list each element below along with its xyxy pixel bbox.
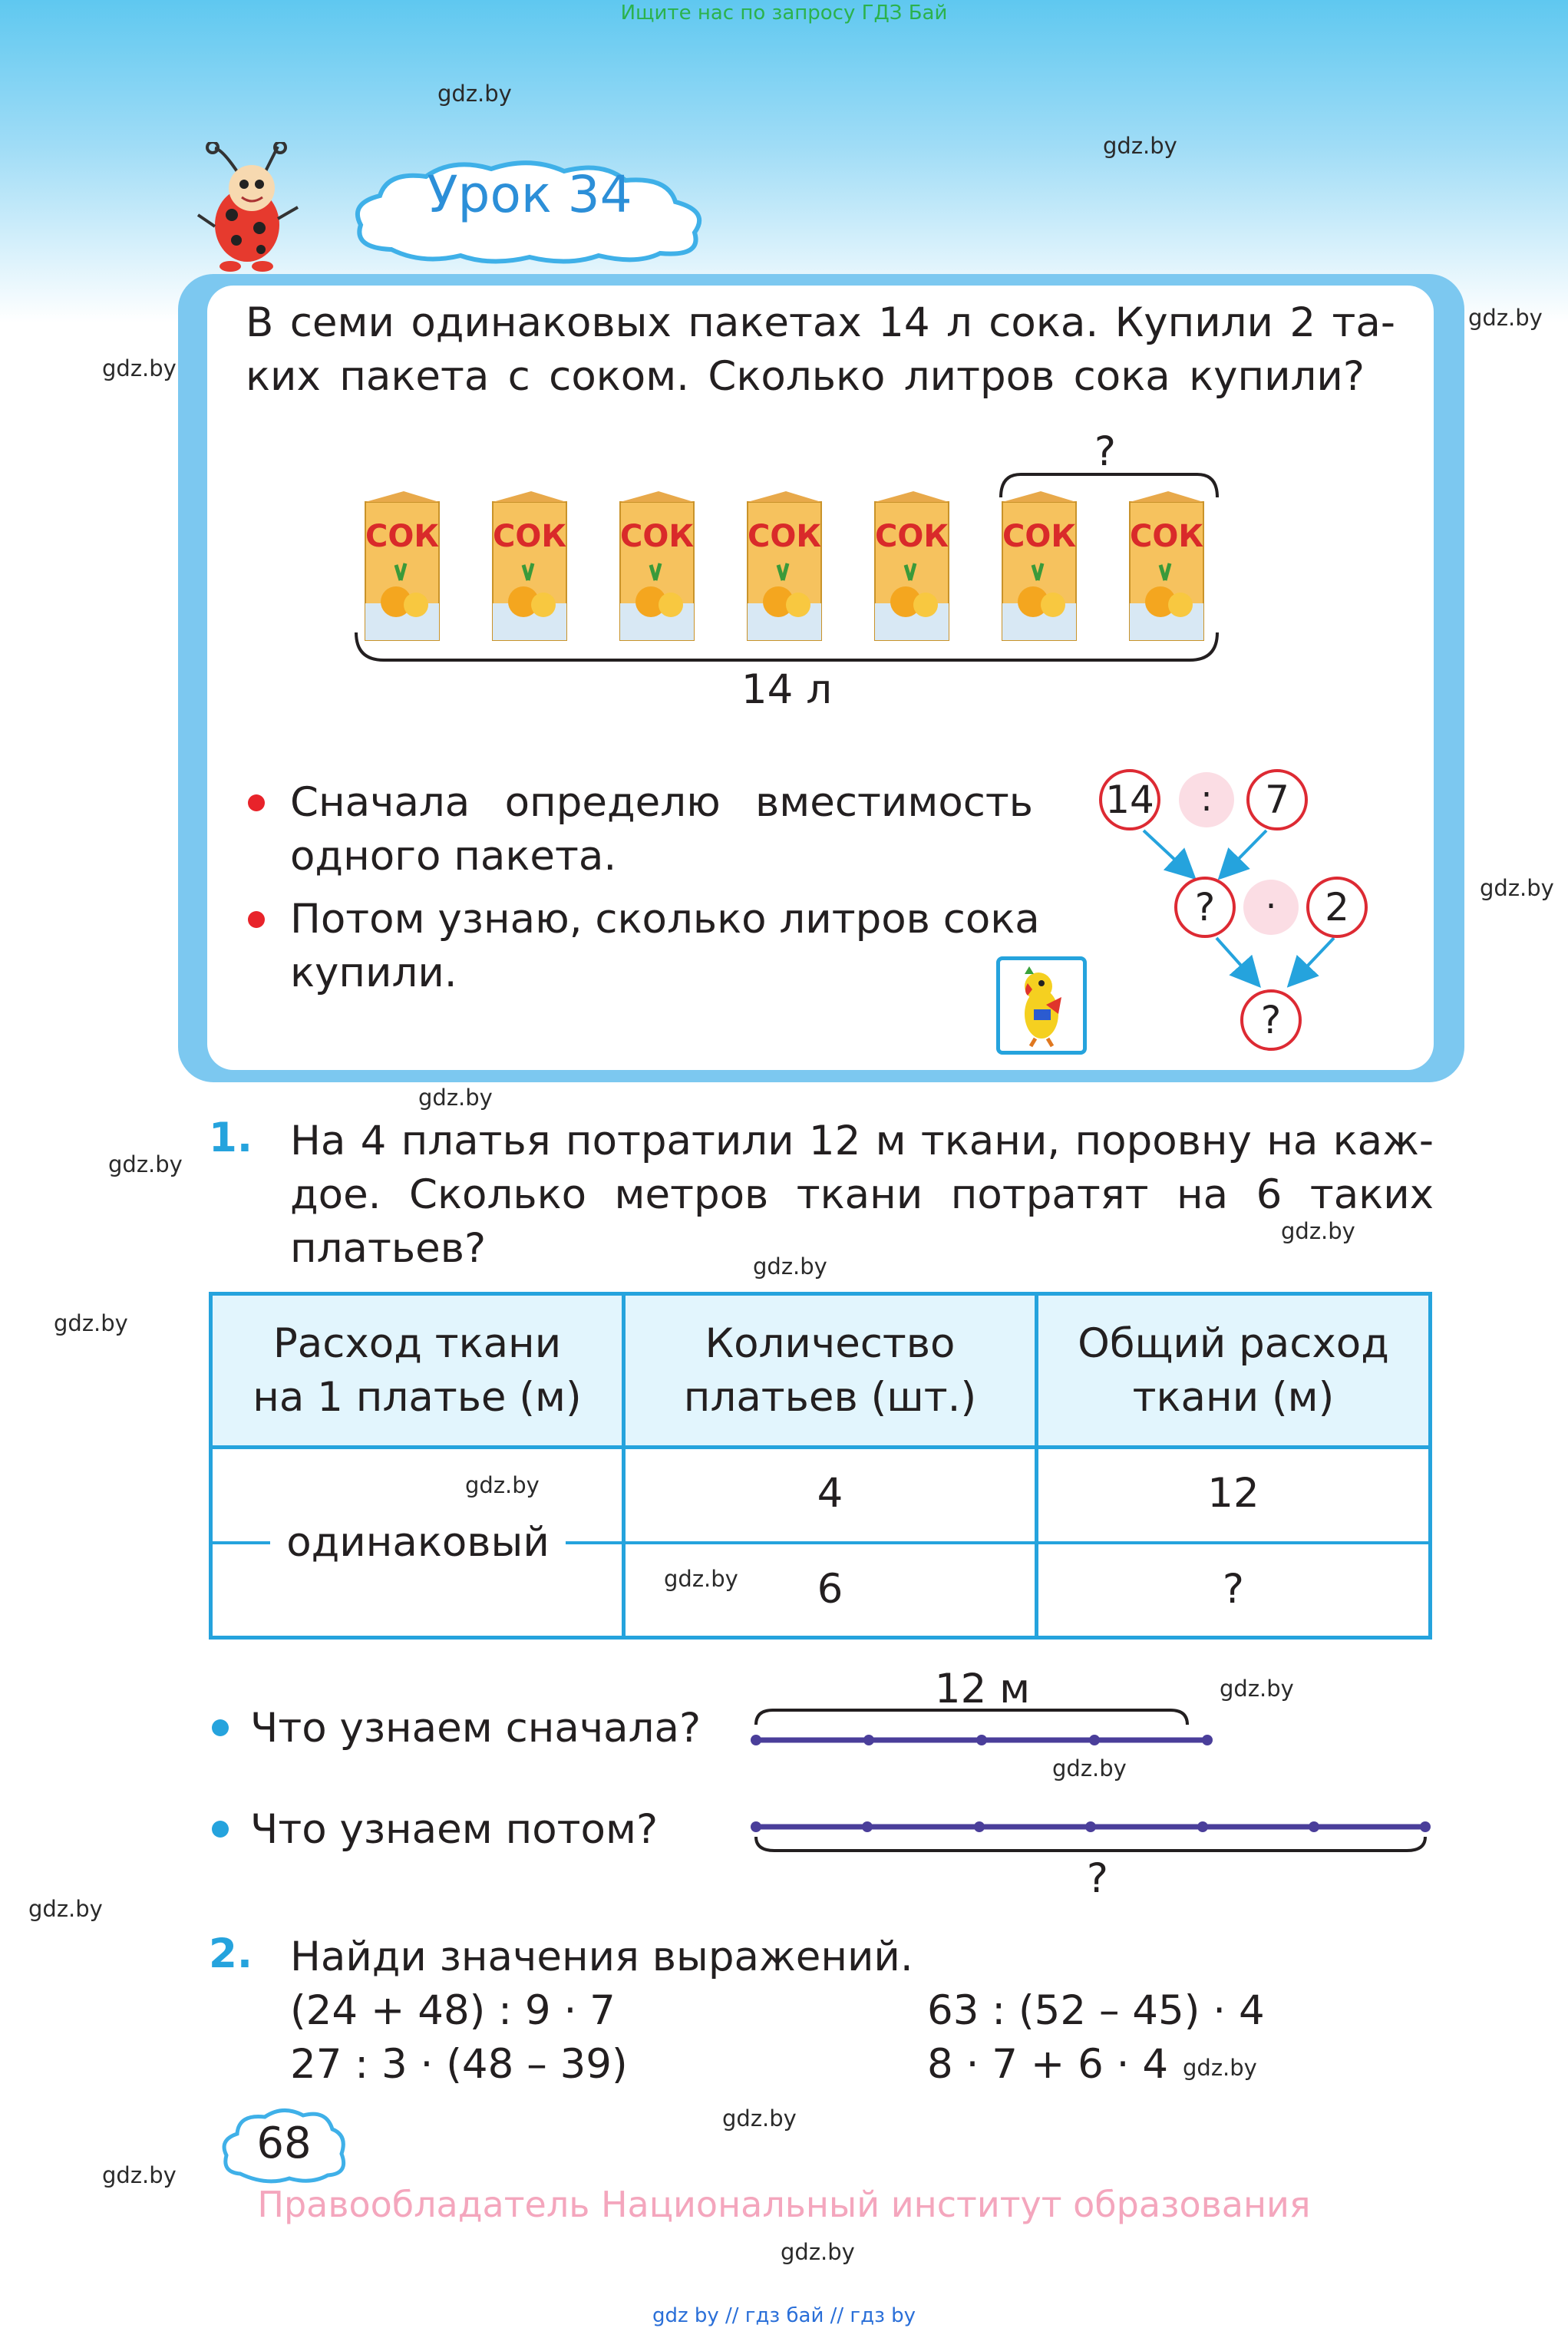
intro-task-line2: ких пакета с соком. Сколько литров сока … xyxy=(246,353,1365,400)
table-cell: 4 xyxy=(817,1470,843,1517)
watermark: gdz.by xyxy=(753,1253,827,1280)
watermark: gdz.by xyxy=(1468,305,1543,331)
watermark: gdz.by xyxy=(1220,1676,1294,1702)
bullet2-line1: Потом узнаю, сколько литров сока xyxy=(290,896,1040,943)
bullet xyxy=(248,794,265,811)
bullet xyxy=(248,911,265,928)
question-then: Что узнаем потом? xyxy=(250,1806,659,1853)
task2-title: Найди значения выражений. xyxy=(290,1933,913,1980)
top-brace xyxy=(999,473,1219,498)
watermark: gdz.by xyxy=(465,1472,540,1498)
title-cloud xyxy=(355,160,702,264)
total-label: 14 л xyxy=(741,666,833,713)
parrot-icon xyxy=(1025,966,1061,1048)
scheme-result: ? xyxy=(1240,989,1302,1051)
watermark: gdz.by xyxy=(664,1566,738,1592)
watermark: gdz.by xyxy=(102,355,177,381)
copyright: Правообладатель Национальный институт об… xyxy=(257,2184,1311,2225)
expression: (24 + 48) : 9 · 7 xyxy=(290,1987,616,2034)
page-number-cloud xyxy=(222,2108,346,2184)
scheme-value-7: 7 xyxy=(1246,769,1308,831)
juice-carton-icon: СОК xyxy=(492,491,567,641)
carton-label: СОК xyxy=(748,519,821,554)
watermark: gdz.by xyxy=(1052,1755,1127,1782)
expression: 63 : (52 – 45) · 4 xyxy=(927,1987,1265,2034)
task1-line2: дое. Сколько метров ткани потратят на 6 … xyxy=(290,1171,1434,1218)
juice-carton-icon: СОК xyxy=(1129,491,1204,641)
carton-label: СОК xyxy=(620,519,694,554)
page-number: 68 xyxy=(256,2118,312,2168)
watermark: gdz.by xyxy=(1183,2055,1257,2081)
bullet1-line2: одного пакета. xyxy=(290,833,617,880)
segment-diagram xyxy=(751,1709,1431,1852)
watermark: gdz.by xyxy=(1480,875,1554,901)
table-header-row xyxy=(213,1296,1428,1445)
juice-carton-icon: СОК xyxy=(619,491,695,641)
carton-label: СОК xyxy=(365,519,439,554)
bullet xyxy=(212,1821,229,1838)
scheme-unknown: ? xyxy=(1174,877,1236,938)
table-merged-cell: одинаковый xyxy=(286,1519,550,1566)
intro-task-line1: В семи одинаковых пакетах 14 л сока. Куп… xyxy=(246,299,1395,346)
carton-label: СОК xyxy=(493,519,566,554)
bullet1-line1: Сначала определю вместимость xyxy=(290,779,1033,826)
question-first: Что узнаем сначала? xyxy=(250,1705,701,1752)
watermark: gdz.by xyxy=(108,1151,183,1177)
task1-number: 1. xyxy=(209,1115,253,1161)
task1-line3: платьев? xyxy=(290,1225,487,1272)
watermark: gdz.by xyxy=(1281,1218,1355,1244)
scheme-value-2: 2 xyxy=(1306,877,1368,938)
watermark: gdz.by xyxy=(437,81,512,107)
juice-carton-icon: СОК xyxy=(874,491,949,641)
segment-bottom-label: ? xyxy=(1086,1855,1109,1902)
task1-line1: На 4 платья потратили 12 м ткани, поровн… xyxy=(290,1118,1434,1164)
scheme-op-divide: : xyxy=(1179,772,1234,827)
footer-link[interactable]: gdz by // гдз бай // гдз by xyxy=(652,2304,916,2327)
scheme-arrows xyxy=(1142,829,1335,988)
watermark: gdz.by xyxy=(28,1896,103,1922)
expression: 8 · 7 + 6 · 4 xyxy=(927,2041,1169,2088)
watermark: gdz.by xyxy=(418,1085,493,1111)
segment-top-label: 12 м xyxy=(934,1666,1031,1712)
juice-carton-icon: СОК xyxy=(365,491,440,641)
carton-label: СОК xyxy=(1130,519,1203,554)
juice-carton-icon: СОК xyxy=(1002,491,1077,641)
watermark: gdz.by xyxy=(102,2162,177,2188)
watermark: gdz.by xyxy=(781,2239,855,2265)
intro-panel-inner xyxy=(207,286,1434,1070)
parrot-badge xyxy=(996,956,1087,1055)
bullet2-line2: купили. xyxy=(290,949,457,996)
bracket-question: ? xyxy=(1094,428,1117,475)
scheme-value-14: 14 xyxy=(1099,769,1160,831)
scheme-op-multiply: · xyxy=(1243,880,1299,935)
watermark: gdz.by xyxy=(1103,133,1177,159)
task2-number: 2. xyxy=(209,1930,253,1977)
watermark: gdz.by xyxy=(722,2105,797,2132)
carton-label: СОК xyxy=(875,519,949,554)
bottom-brace xyxy=(355,632,1219,662)
table-cell: 6 xyxy=(817,1566,843,1613)
lesson-title: Урок 34 xyxy=(427,165,632,224)
table-cell: ? xyxy=(1222,1566,1245,1613)
ladybug-icon xyxy=(196,142,299,272)
top-link[interactable]: Ищите нас по запросу ГДЗ Бай xyxy=(620,2,948,25)
watermark: gdz.by xyxy=(54,1310,128,1336)
juice-carton-icon: СОК xyxy=(747,491,822,641)
carton-label: СОК xyxy=(1002,519,1076,554)
table-cell: 12 xyxy=(1207,1470,1259,1517)
expression: 27 : 3 · (48 – 39) xyxy=(290,2041,628,2088)
bullet xyxy=(212,1719,229,1736)
